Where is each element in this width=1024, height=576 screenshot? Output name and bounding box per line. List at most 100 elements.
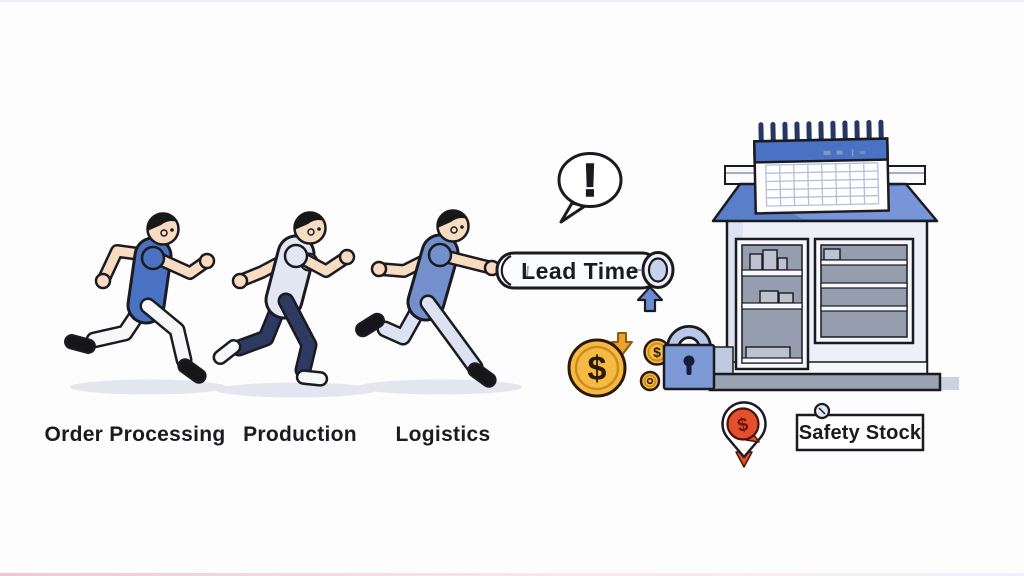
calendar-ring <box>770 121 776 142</box>
calendar-ring <box>842 120 848 141</box>
keyhole-slot <box>686 363 692 375</box>
keyhole <box>683 355 695 367</box>
runner-logistics-back-hand <box>370 260 388 278</box>
calendar-ring <box>794 121 800 142</box>
runner-order-processing-sleeve <box>140 245 166 271</box>
runner-logistics-head-ear <box>450 226 458 234</box>
dollar-glyph: $ <box>588 350 607 388</box>
calendar-ring <box>830 120 836 141</box>
calendar-ring <box>878 119 884 140</box>
calendar-grid-col <box>765 165 768 207</box>
calendar-grid <box>765 162 880 207</box>
calendar-icon <box>752 119 891 215</box>
stock-box <box>823 248 841 261</box>
awning-outline <box>711 182 939 223</box>
calendar-grid-row <box>766 186 879 191</box>
pin-dollar-glyph: $ <box>736 414 751 437</box>
runner-order-processing-back-shoe <box>64 334 96 354</box>
runner-order-processing-front-hand <box>198 252 216 270</box>
calendar-ring <box>806 121 812 142</box>
padlock-icon <box>662 325 716 391</box>
platform-shadow <box>937 377 959 390</box>
right-stock-window <box>813 237 915 345</box>
stock-box <box>759 290 779 304</box>
pin-blob <box>726 407 760 441</box>
up-arrow-icon <box>636 285 664 313</box>
runner-order-processing-head-eye <box>170 228 174 232</box>
runner-logistics-front-shoe <box>467 362 497 388</box>
coin-inner-ring <box>643 374 657 388</box>
calendar-grid-row <box>766 203 879 207</box>
calendar-ring <box>758 122 764 143</box>
calendar-grid-col <box>863 163 866 205</box>
shelf <box>741 302 803 310</box>
calendar-grid-col <box>807 164 810 206</box>
calendar-header <box>752 137 889 164</box>
runner3-shadow <box>358 379 522 395</box>
calendar-grid-col <box>835 163 838 205</box>
runner-order-processing <box>64 212 216 384</box>
exclamation-bubble-icon: ! <box>557 152 623 224</box>
ground-shadows <box>70 379 522 398</box>
calendar-ring <box>854 120 860 141</box>
runner-order-processing-front-shoe <box>177 358 207 384</box>
sign-pin-slash <box>818 407 826 415</box>
runner-production-head-eye <box>317 227 321 231</box>
loading-dock <box>712 346 734 375</box>
sign-box <box>795 413 925 452</box>
calendar-ring <box>818 120 824 141</box>
calendar-grid-row <box>765 162 878 166</box>
shelf <box>820 305 908 312</box>
runner-order-processing-back-hand <box>94 272 112 290</box>
stock-box <box>749 253 763 271</box>
coin-mark <box>646 377 654 385</box>
label-production: Production <box>243 423 357 446</box>
runner-production-front-leg <box>280 295 315 376</box>
label-logistics: Logistics <box>396 423 491 446</box>
coin-tiny-icon <box>639 370 661 392</box>
runner1-shadow <box>70 379 226 395</box>
coin-inner-ring <box>574 345 620 391</box>
shackle <box>668 327 710 349</box>
runner-production-head-ear <box>307 228 315 236</box>
runner-production-head-hair <box>294 211 324 230</box>
warehouse-building <box>708 119 959 392</box>
baton-end-hole <box>647 257 669 283</box>
down-arrow-icon <box>611 332 633 356</box>
label-order-processing: Order Processing <box>44 423 225 446</box>
safety-stock-sign: Safety Stock <box>795 402 925 452</box>
calendar-grid-row <box>766 194 879 199</box>
render-artifact-bottom <box>0 573 1024 576</box>
render-artifact-top <box>0 0 1024 2</box>
bubble-body <box>557 152 623 208</box>
runner-order-processing-head-hair <box>147 212 177 231</box>
calendar-grid-row <box>766 178 879 183</box>
stock-box <box>762 249 778 271</box>
runner-logistics <box>355 209 501 388</box>
calendar-day-mark2 <box>859 151 866 155</box>
runner2-shadow <box>216 382 376 398</box>
runner-order-processing-head-ear <box>160 229 168 237</box>
calendar-grid-col <box>779 164 782 206</box>
calendar-rings <box>758 119 884 143</box>
shelf <box>820 259 908 266</box>
runner-production <box>212 211 356 387</box>
platform <box>708 372 942 392</box>
shelf <box>820 282 908 289</box>
safety-stock-label: Safety Stock <box>799 422 922 444</box>
stock-box <box>777 257 788 271</box>
runner-production-front-hand <box>338 248 356 266</box>
lead-time-baton: Lead Time <box>495 251 675 290</box>
stock-box <box>745 346 791 360</box>
calendar-ring <box>866 119 872 140</box>
runner-logistics-sleeve <box>427 242 453 268</box>
lead-time-label: Lead Time <box>521 258 639 284</box>
runner-logistics-front-leg <box>422 297 481 373</box>
calendar-grid-col <box>821 163 824 205</box>
calendar-month-mark <box>823 150 831 155</box>
runner-production-front-arm <box>295 252 352 276</box>
left-stock-window <box>734 237 810 371</box>
calendar-grid-col <box>849 163 852 205</box>
runners <box>64 209 501 388</box>
